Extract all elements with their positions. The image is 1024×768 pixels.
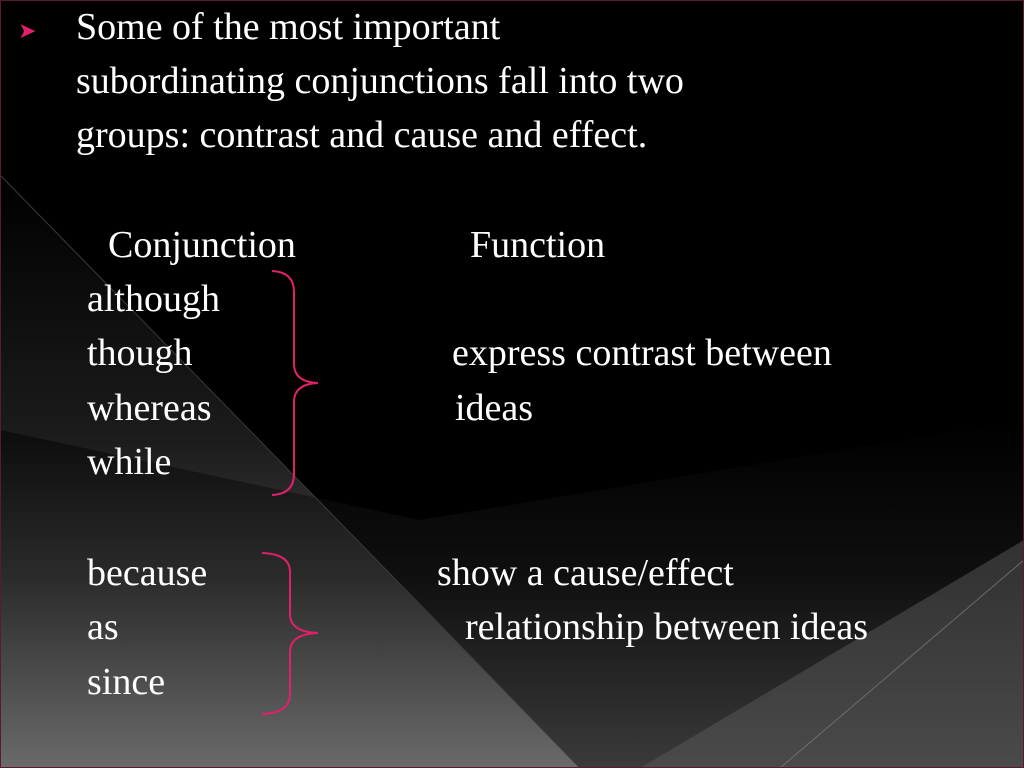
arrowhead-bullet-icon: ➤	[18, 18, 37, 43]
conjunction-item: although	[87, 278, 220, 320]
function-text: ideas	[455, 387, 534, 429]
function-text: relationship between ideas	[465, 606, 869, 648]
function-text: show a cause/effect	[437, 552, 734, 594]
conjunction-item: though	[87, 332, 193, 374]
conjunction-item: as	[87, 606, 119, 648]
header-function: Function	[470, 224, 606, 266]
function-text: express contrast between	[452, 332, 832, 374]
intro-line-2: subordinating conjunctions fall into two	[76, 60, 684, 102]
conjunction-item: whereas	[87, 387, 212, 429]
intro-line-3: groups: contrast and cause and effect.	[76, 114, 648, 156]
conjunction-item: while	[87, 441, 172, 483]
header-conjunction: Conjunction	[108, 224, 296, 266]
conjunction-item: because	[87, 552, 208, 594]
conjunction-item: since	[87, 661, 166, 703]
intro-line-1: Some of the most important	[76, 6, 501, 48]
